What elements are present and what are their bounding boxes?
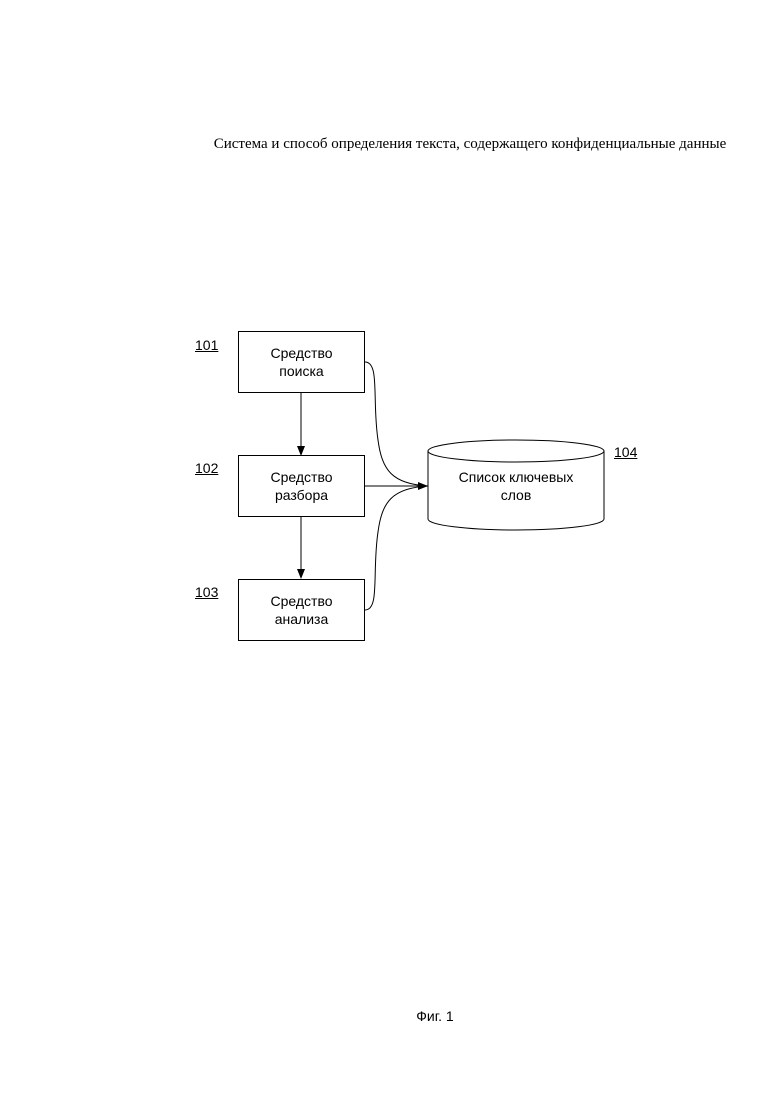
database-label: Список ключевых слов	[428, 468, 604, 504]
ref-label-101: 101	[195, 337, 218, 353]
node-102-line1: Средство	[270, 468, 332, 486]
node-search-tool: Средство поиска	[238, 331, 365, 393]
database-line2: слов	[428, 486, 604, 504]
node-103-line1: Средство	[270, 592, 332, 610]
node-analysis-tool: Средство анализа	[238, 579, 365, 641]
edge-103-104	[365, 486, 428, 610]
node-101-line1: Средство	[270, 344, 332, 362]
ref-label-104: 104	[614, 444, 637, 460]
database-line1: Список ключевых	[428, 468, 604, 486]
edge-101-104	[365, 362, 428, 486]
node-parse-tool: Средство разбора	[238, 455, 365, 517]
node-101-line2: поиска	[270, 362, 332, 380]
figure-caption: Фиг. 1	[0, 1008, 780, 1024]
ref-label-102: 102	[195, 460, 218, 476]
node-103-line2: анализа	[270, 610, 332, 628]
node-102-line2: разбора	[270, 486, 332, 504]
ref-label-103: 103	[195, 584, 218, 600]
